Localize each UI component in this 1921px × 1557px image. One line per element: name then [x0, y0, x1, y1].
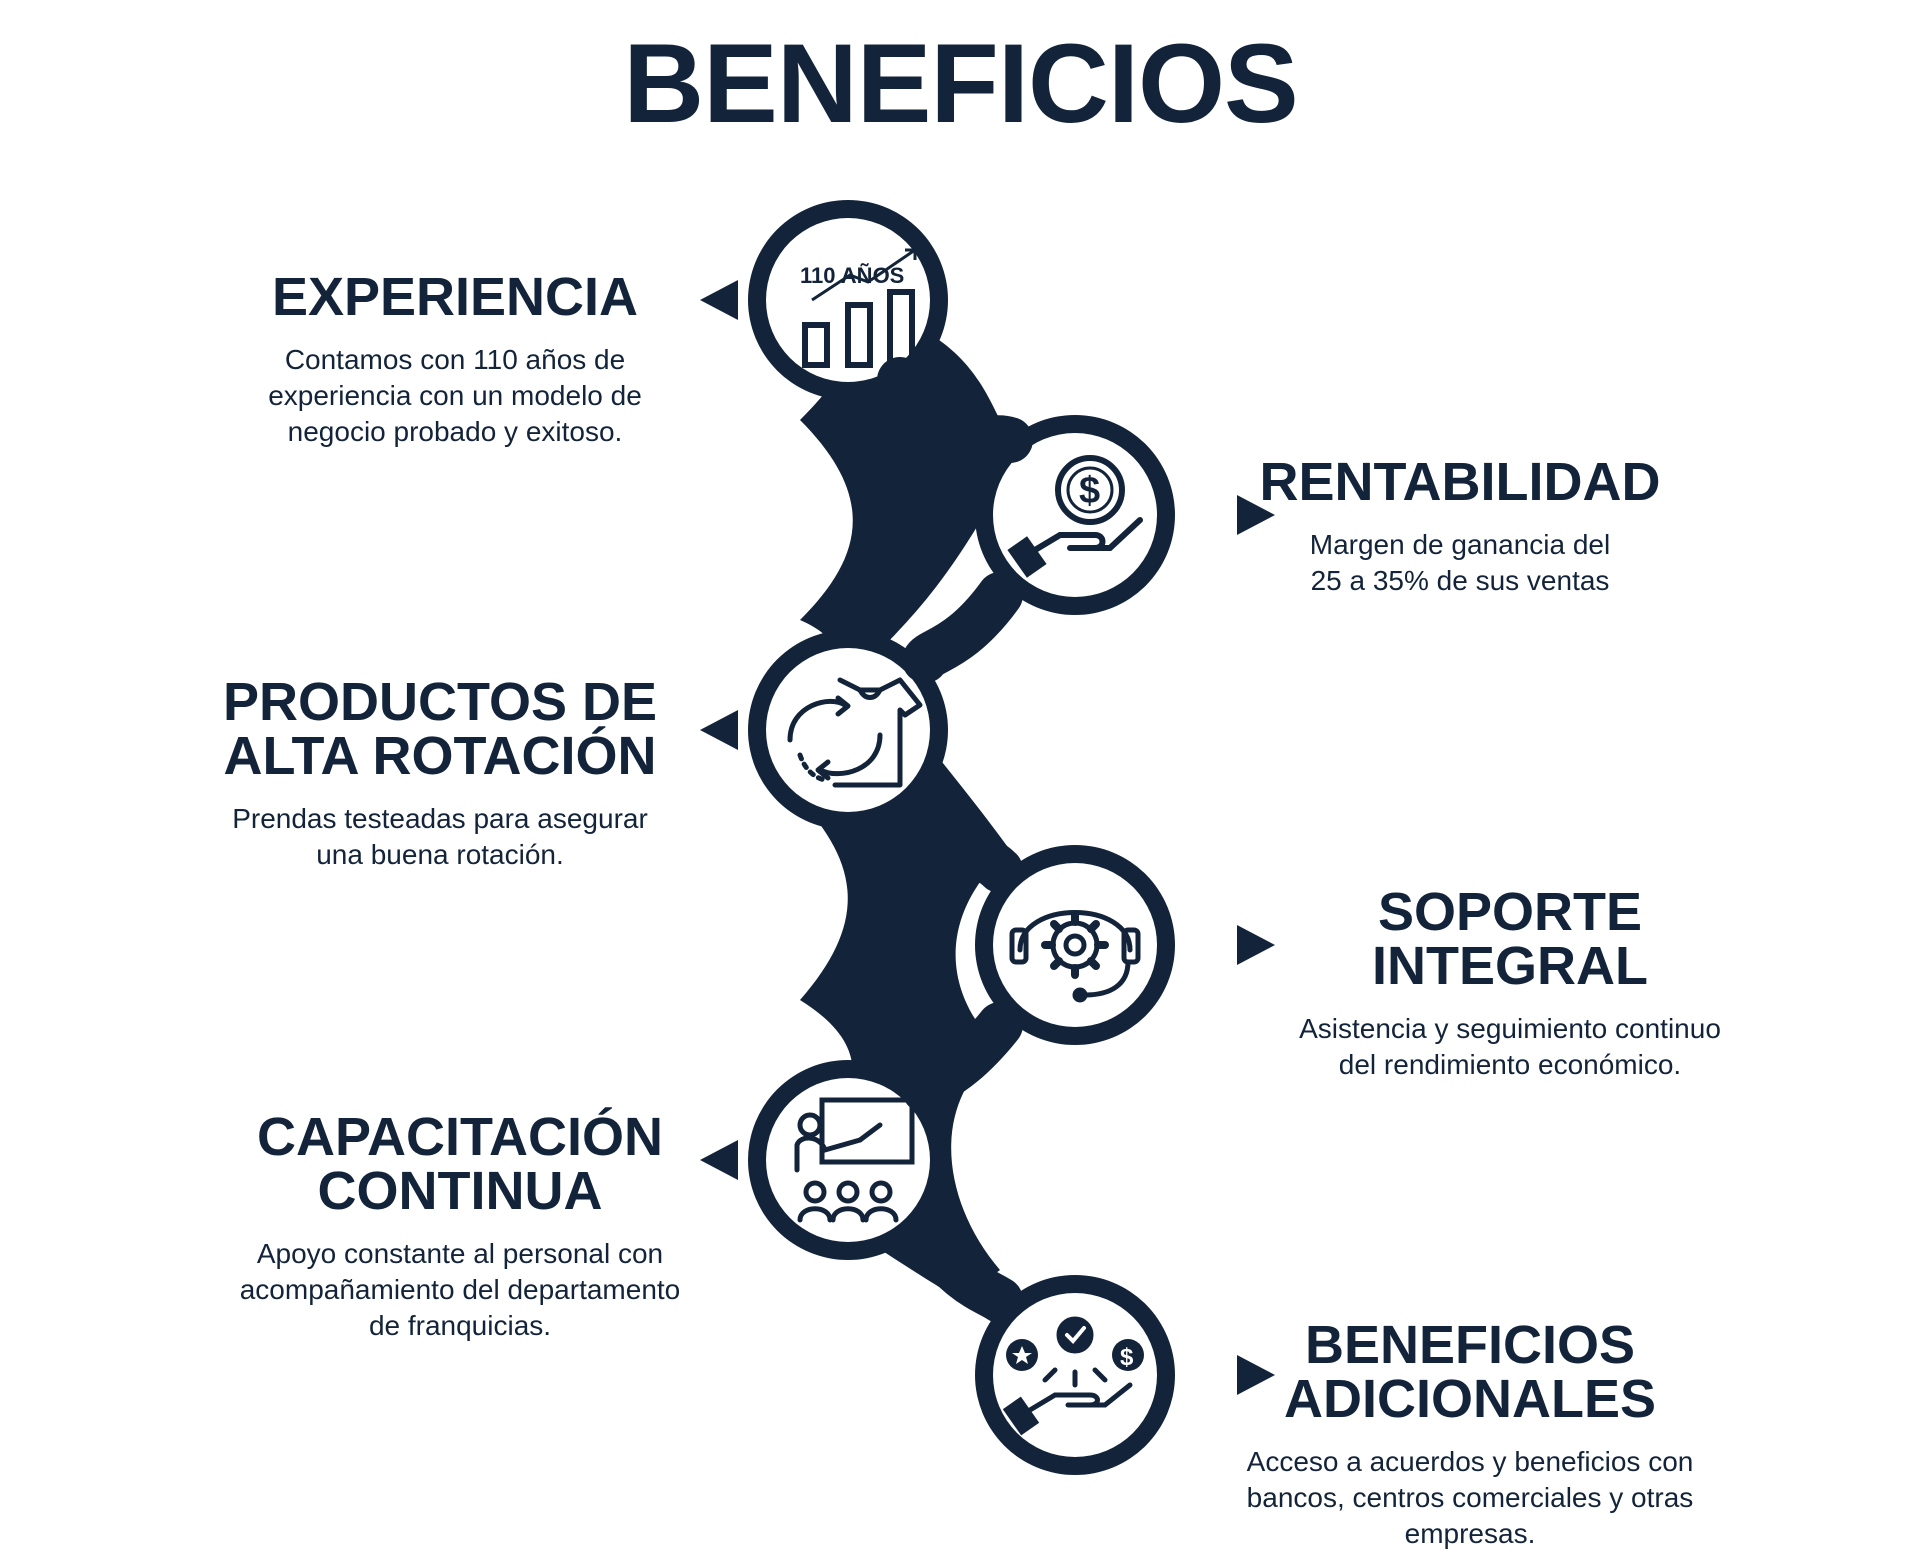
pointer-left-3	[700, 710, 738, 750]
benefit-title: PRODUCTOS DE ALTA ROTACIÓN	[200, 675, 680, 783]
desc-line: bancos, centros comerciales y otras	[1246, 1481, 1694, 1513]
title-line: ADICIONALES	[1283, 1369, 1656, 1429]
node-4	[975, 845, 1175, 1045]
desc-line: acompañamiento del departamento	[239, 1273, 681, 1305]
benefit-description: Margen de ganancia del 25 a 35% de sus v…	[1250, 527, 1670, 599]
title-line: RENTABILIDAD	[1259, 452, 1661, 512]
desc-line: empresas.	[1404, 1517, 1536, 1549]
benefit-description: Prendas testeadas para asegurar una buen…	[200, 801, 680, 873]
benefit-title: EXPERIENCIA	[210, 270, 700, 324]
desc-line: Acceso a acuerdos y beneficios con	[1246, 1446, 1694, 1477]
presentation-training-icon	[794, 1097, 915, 1223]
benefit-capacitacion: CAPACITACIÓN CONTINUA Apoyo constante al…	[210, 1110, 710, 1343]
pointer-right-2	[1237, 495, 1275, 535]
benefit-soporte: SOPORTE INTEGRAL Asistencia y seguimient…	[1240, 885, 1780, 1083]
title-line: ALTA ROTACIÓN	[223, 726, 657, 786]
desc-line: del rendimiento económico.	[1338, 1048, 1682, 1080]
benefit-productos: PRODUCTOS DE ALTA ROTACIÓN Prendas teste…	[200, 675, 680, 873]
pointer-left-1	[700, 280, 738, 320]
benefit-description: Contamos con 110 años de experiencia con…	[210, 342, 700, 449]
title-line: BENEFICIOS	[1304, 1315, 1636, 1375]
benefit-description: Acceso a acuerdos y beneficios con banco…	[1210, 1444, 1730, 1551]
shirt-rotation-icon	[787, 677, 923, 788]
title-line: CONTINUA	[317, 1161, 603, 1221]
desc-line: de franquicias.	[368, 1309, 552, 1341]
benefit-rentabilidad: RENTABILIDAD Margen de ganancia del 25 a…	[1250, 455, 1670, 599]
desc-line: Prendas testeadas para asegurar	[232, 803, 648, 834]
title-line: SOPORTE INTEGRAL	[1372, 882, 1648, 996]
benefit-adicionales: BENEFICIOS ADICIONALES Acceso a acuerdos…	[1210, 1318, 1730, 1551]
desc-line: Contamos con 110 años de	[284, 344, 626, 375]
title-line: CAPACITACIÓN	[257, 1107, 663, 1167]
icon-text-dollar-2: $	[1120, 1344, 1134, 1371]
desc-line: Apoyo constante al personal con	[256, 1238, 664, 1269]
benefit-title: CAPACITACIÓN CONTINUA	[210, 1110, 710, 1218]
pointer-right-6	[1237, 1355, 1275, 1395]
benefit-description: Apoyo constante al personal con acompaña…	[210, 1236, 710, 1343]
page-title: BENEFICIOS	[623, 21, 1299, 146]
benefit-title: SOPORTE INTEGRAL	[1240, 885, 1780, 993]
desc-line: Asistencia y seguimiento continuo	[1299, 1013, 1721, 1044]
hand-rewards-icon: $	[1002, 1316, 1144, 1436]
icon-text-years: 110 AÑOS	[800, 263, 904, 288]
title-line: PRODUCTOS DE	[222, 672, 658, 732]
benefit-title: BENEFICIOS ADICIONALES	[1210, 1318, 1730, 1426]
desc-line: experiencia con un modelo de	[268, 379, 642, 411]
benefit-title: RENTABILIDAD	[1250, 455, 1670, 509]
chain-band	[877, 357, 1033, 464]
benefit-description: Asistencia y seguimiento continuo del re…	[1240, 1011, 1780, 1083]
desc-line: negocio probado y exitoso.	[287, 415, 623, 447]
bar-chart-growth-icon: 110 AÑOS	[800, 248, 917, 368]
headset-gear-icon	[1009, 910, 1141, 1003]
desc-line: una buena rotación.	[316, 838, 564, 870]
icon-text-dollar: $	[1079, 470, 1100, 512]
title-line: EXPERIENCIA	[271, 267, 639, 327]
desc-line: 25 a 35% de sus ventas	[1310, 564, 1610, 596]
hand-dollar-coin-icon: $	[1007, 455, 1143, 578]
benefit-experiencia: EXPERIENCIA Contamos con 110 años de exp…	[210, 270, 700, 449]
pointer-right-4	[1237, 925, 1275, 965]
pointer-left-5	[700, 1140, 738, 1180]
desc-line: Margen de ganancia del	[1309, 529, 1611, 560]
